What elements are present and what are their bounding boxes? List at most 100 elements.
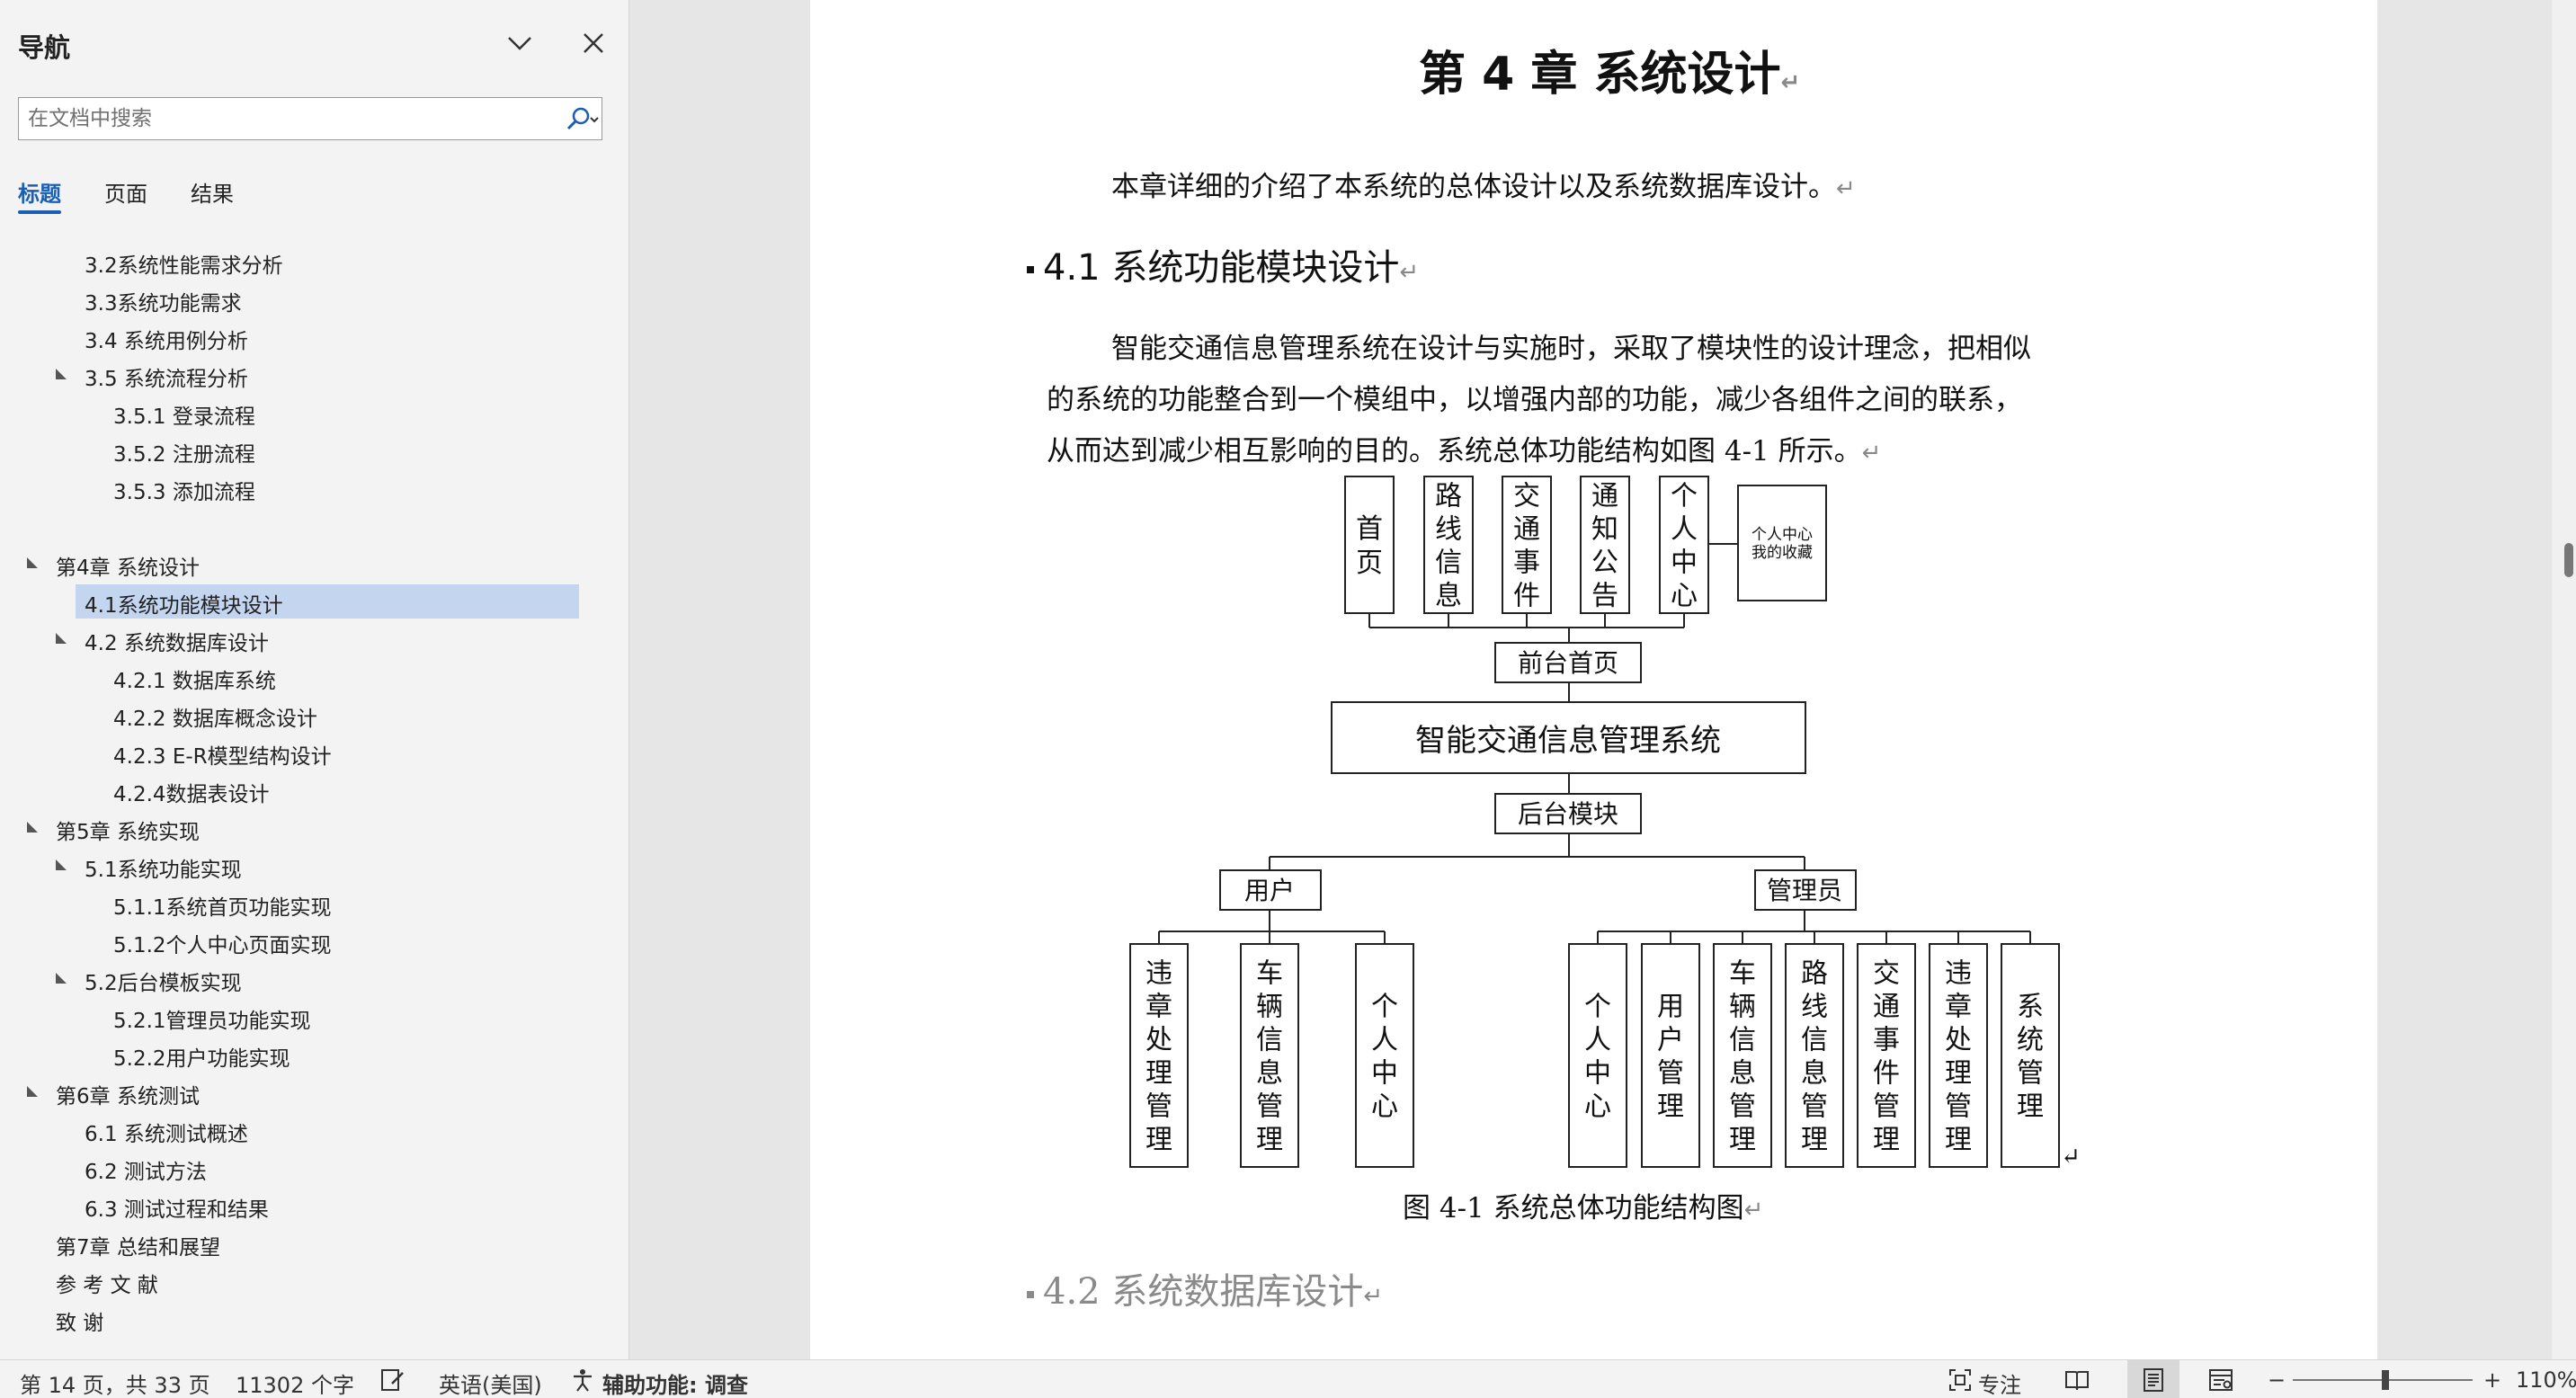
nav-heading-item[interactable]: 4.1系统功能模块设计 [0,583,629,619]
nav-heading-item[interactable]: 4.2 系统数据库设计 [0,620,629,656]
admin-module-label: 管 [1801,1091,1828,1122]
front-module-label: 通 [1591,480,1618,512]
proofing-icon[interactable] [379,1367,405,1393]
search-input[interactable] [28,103,549,134]
nav-heading-label: 4.2.4数据表设计 [113,783,270,806]
focus-mode-label[interactable]: 专注 [1978,1373,2021,1398]
nav-heading-item[interactable]: 3.5.3 添加流程 [0,469,629,505]
nav-heading-item[interactable]: 3.5 系统流程分析 [0,356,629,392]
front-module-label: 件 [1513,580,1540,611]
expand-triangle-icon[interactable] [56,859,67,870]
front-module-label: 告 [1591,580,1618,611]
nav-heading-label: 第4章 系统设计 [56,557,200,580]
document-area: 第 4 章 系统设计↵ 本章详细的介绍了本系统的总体设计以及系统数据库设计。↵ … [629,0,2552,1359]
nav-heading-item[interactable]: 4.2.4数据表设计 [0,771,629,807]
nav-heading-item[interactable]: 5.1.1系统首页功能实现 [0,885,629,921]
nav-heading-item[interactable]: 致 谢 [0,1300,629,1336]
vertical-scrollbar[interactable] [2552,0,2576,1359]
nav-heading-item[interactable]: 5.2后台模板实现 [0,960,629,996]
accessibility-icon[interactable] [570,1367,595,1393]
nav-heading-item[interactable]: 3.2系统性能需求分析 [0,243,629,279]
nav-heading-label: 5.2.1管理员功能实现 [113,1010,311,1033]
user-module-label: 信 [1256,1024,1283,1055]
front-module-label: 知 [1591,513,1618,545]
admin-module-label: 信 [1801,1024,1828,1055]
front-module-label: 交 [1513,480,1540,512]
nav-heading-item[interactable]: 3.5.1 登录流程 [0,394,629,430]
expand-triangle-icon[interactable] [27,1086,38,1097]
nav-heading-item[interactable]: 5.2.2用户功能实现 [0,1036,629,1072]
admin-module-box [1785,943,1844,1168]
nav-tab-3[interactable]: 结果 [191,182,234,207]
zoom-level[interactable]: 110% [2516,1367,2576,1393]
nav-tab-2[interactable]: 页面 [104,182,147,207]
heading-4-2: 4.2 系统数据库设计↵ [1027,1262,1383,1314]
admin-module-label: 管 [1729,1091,1756,1122]
admin-module-label: 件 [1873,1057,1900,1089]
search-icon[interactable] [564,103,600,136]
front-module-label: 线 [1435,513,1462,545]
nav-tab-1[interactable]: 标题 [18,176,61,214]
zoom-slider-thumb[interactable] [2382,1370,2389,1390]
nav-heading-item[interactable]: 4.2.1 数据库系统 [0,658,629,694]
nav-heading-label: 4.2.3 E-R模型结构设计 [113,745,332,769]
admin-module-label: 心 [1584,1091,1611,1122]
nav-heading-item[interactable]: 参 考 文 献 [0,1262,629,1298]
page-count[interactable]: 第 14 页，共 33 页 [20,1373,210,1398]
expand-triangle-icon[interactable] [56,633,67,644]
nav-heading-label: 3.4 系统用例分析 [85,330,248,353]
nav-heading-label: 3.5.2 注册流程 [113,443,255,467]
nav-heading-label: 第7章 总结和展望 [56,1236,220,1260]
expand-triangle-icon[interactable] [27,822,38,833]
nav-heading-item[interactable]: 3.4 系统用例分析 [0,318,629,354]
scroll-thumb[interactable] [2564,543,2573,577]
nav-heading-item[interactable]: 6.3 测试过程和结果 [0,1187,629,1223]
nav-heading-item[interactable]: 4.2.3 E-R模型结构设计 [0,734,629,770]
close-icon[interactable] [574,25,613,61]
expand-triangle-icon[interactable] [27,557,38,568]
focus-icon[interactable] [1948,1367,1973,1393]
nav-heading-label: 4.2.1 数据库系统 [113,670,276,693]
print-layout-icon[interactable] [2141,1367,2166,1393]
nav-heading-item[interactable]: 6.1 系统测试概述 [0,1111,629,1147]
word-count[interactable]: 11302 个字 [236,1373,354,1398]
expand-triangle-icon[interactable] [56,369,67,379]
web-layout-icon[interactable] [2208,1367,2233,1393]
nav-heading-item[interactable]: 3.5.2 注册流程 [0,432,629,467]
admin-module-label: 理 [1801,1124,1828,1155]
nav-heading-item[interactable]: 5.2.1管理员功能实现 [0,998,629,1034]
body-line-2: 的系统的功能整合到一个模组中，以增强内部的功能，减少各组件之间的联系， [1047,377,2022,417]
read-mode-icon[interactable] [2064,1367,2090,1393]
nav-heading-label: 致 谢 [56,1312,104,1335]
accessibility-status[interactable]: 辅助功能: 调查 [602,1373,748,1398]
nav-heading-item[interactable]: 第6章 系统测试 [0,1073,629,1109]
nav-heading-item[interactable]: 4.2.2 数据库概念设计 [0,696,629,732]
front-module-label: 页 [1356,548,1383,579]
admin-module-label: 管 [1873,1091,1900,1122]
nav-heading-item[interactable]: 6.2 测试方法 [0,1149,629,1185]
nav-heading-item[interactable]: 3.3系统功能需求 [0,280,629,316]
nav-heading-item[interactable]: 第4章 系统设计 [0,545,629,581]
heading-bullet [1027,1291,1034,1298]
nav-heading-item[interactable]: 第5章 系统实现 [0,809,629,845]
admin-module-label: 交 [1873,957,1900,989]
nav-heading-label: 4.2 系统数据库设计 [85,632,269,655]
front-module-label: 息 [1435,580,1462,611]
nav-heading-label: 第5章 系统实现 [56,821,200,844]
language-indicator[interactable]: 英语(美国) [439,1373,542,1398]
nav-heading-item[interactable]: 5.1.2个人中心页面实现 [0,922,629,958]
chevron-down-icon[interactable] [502,27,538,59]
nav-heading-item[interactable]: 5.1系统功能实现 [0,847,629,883]
expand-triangle-icon[interactable] [56,973,67,984]
nav-heading-item[interactable]: 第7章 总结和展望 [0,1224,629,1260]
user-module-label: 处 [1145,1024,1172,1055]
user-module-label: 辆 [1256,991,1283,1022]
selected-highlight [76,584,579,619]
user-module-label: 管 [1145,1091,1172,1122]
zoom-in-button[interactable]: + [2483,1367,2502,1393]
function-structure-diagram: 首页路线信息交通事件通知公告个人中心个人中心我的收藏前台首页智能交通信息管理系统… [1129,476,2081,1171]
admin-module-label: 理 [1657,1091,1684,1122]
user-module-label: 管 [1256,1091,1283,1122]
zoom-out-button[interactable]: − [2268,1367,2286,1393]
admin-module-label: 违 [1945,957,1972,989]
